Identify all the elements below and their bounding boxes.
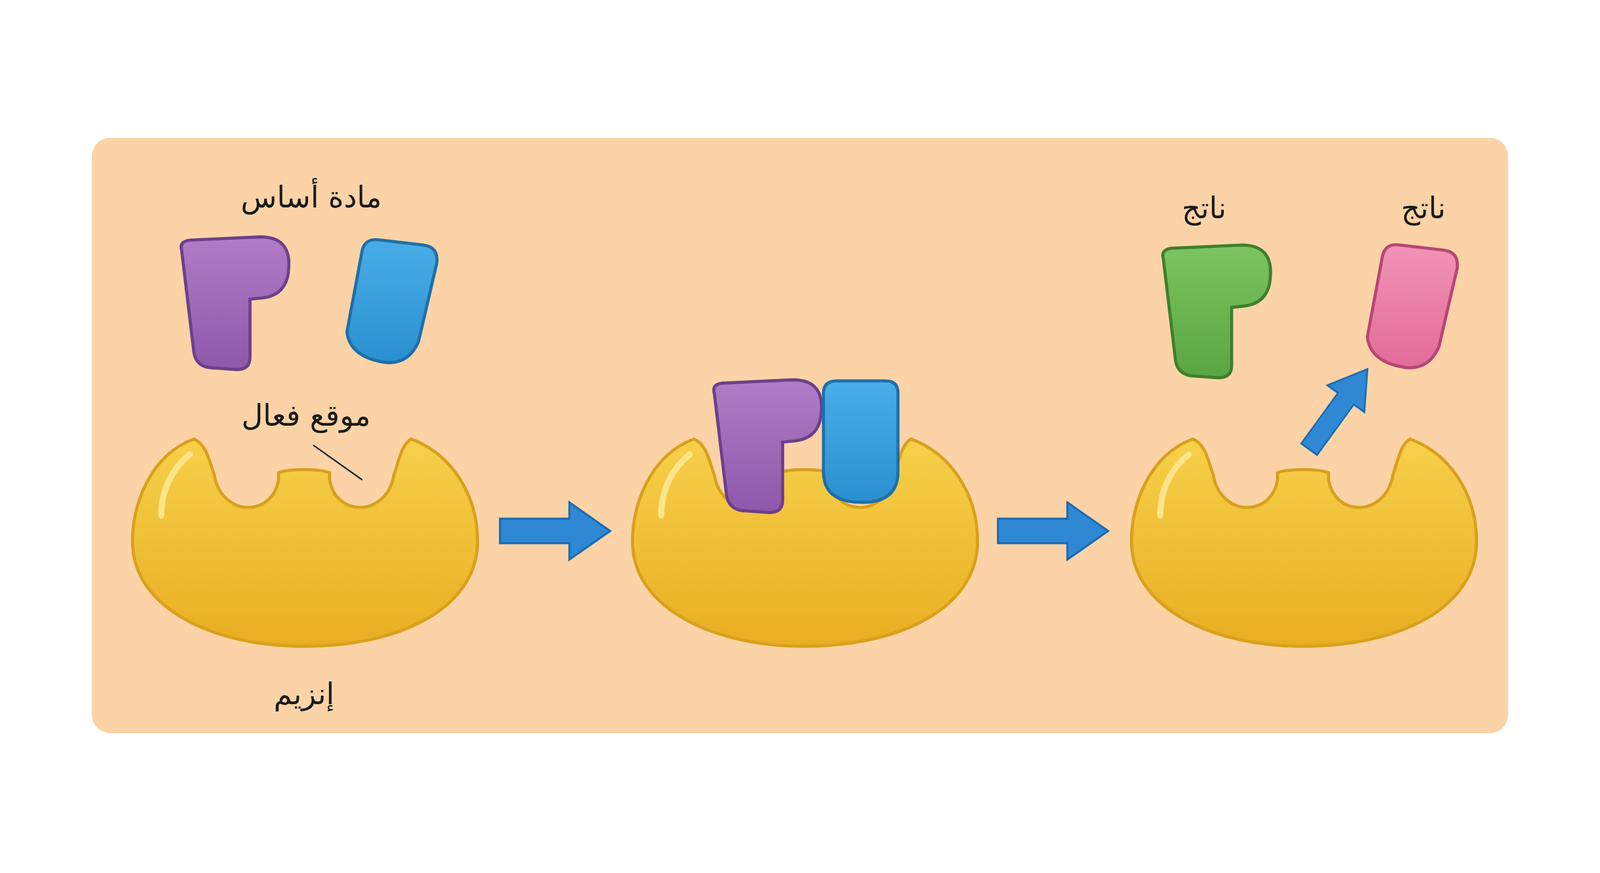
enzyme-shape <box>632 438 978 647</box>
enzyme-label: إنزيم <box>273 676 335 712</box>
product-label: ناتج <box>1401 190 1446 226</box>
substrate-shape <box>181 236 290 370</box>
substrate-shape <box>347 239 437 363</box>
bound-substrate <box>713 379 822 513</box>
panel-background <box>92 138 1509 733</box>
release-arrow <box>1290 355 1387 464</box>
step-arrow <box>997 502 1108 560</box>
active-site-label: موقع فعال <box>241 397 371 433</box>
bound-substrate <box>823 380 898 503</box>
product-shape <box>1162 244 1271 378</box>
substrate-label: مادة أساس <box>240 178 382 215</box>
enzyme-shape <box>1131 438 1477 647</box>
enzyme-shape <box>132 438 478 647</box>
step-arrow <box>500 502 611 560</box>
product-shape <box>1367 244 1458 368</box>
leader-line <box>313 444 362 480</box>
product-label: ناتج <box>1181 190 1227 226</box>
